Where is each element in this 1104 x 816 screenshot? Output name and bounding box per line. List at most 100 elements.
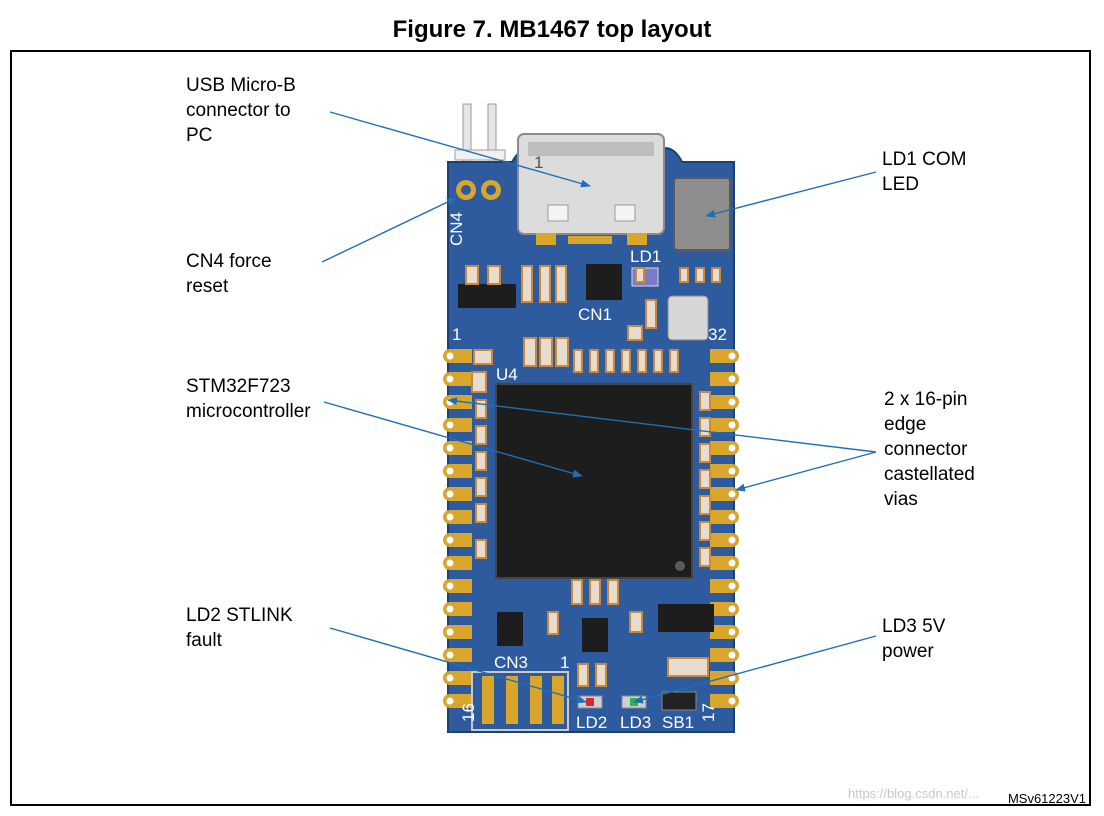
ld2-led-red xyxy=(586,698,594,706)
castellated-via-center xyxy=(446,559,454,567)
passive-component xyxy=(679,267,689,283)
silk-cn3-pin1: 1 xyxy=(560,653,569,672)
sot-lower-2 xyxy=(582,618,608,652)
passive-components xyxy=(465,265,721,687)
silk-sb1: SB1 xyxy=(662,713,694,732)
castellated-via-center xyxy=(446,513,454,521)
leader-usb xyxy=(329,111,591,188)
castellated-via-center xyxy=(446,467,454,475)
castellated-via-center xyxy=(728,628,736,636)
watermark: https://blog.csdn.net/... xyxy=(848,786,979,801)
callout-leaders xyxy=(321,111,877,704)
passive-component xyxy=(607,579,619,605)
passive-component xyxy=(695,267,705,283)
passive-component xyxy=(595,663,607,687)
castellated-via-center xyxy=(446,421,454,429)
cn1-ic xyxy=(586,264,622,300)
castellated-via-center xyxy=(728,352,736,360)
silk-pin32: 32 xyxy=(708,325,727,344)
ld1-com-led xyxy=(673,177,731,251)
cn3-connector xyxy=(471,671,569,731)
passive-component xyxy=(699,521,711,541)
right-edge-connector xyxy=(710,349,739,708)
castellated-via-center xyxy=(728,651,736,659)
sb1-jumper xyxy=(661,691,697,711)
passive-component xyxy=(571,579,583,605)
castellated-via-center xyxy=(446,536,454,544)
castellated-via-center xyxy=(728,375,736,383)
silk-pin17: 17 xyxy=(699,703,718,722)
passive-component xyxy=(555,265,567,303)
castellated-via-center xyxy=(446,444,454,452)
castellated-via-center xyxy=(446,651,454,659)
castellated-via-center xyxy=(446,674,454,682)
stm32f723-microcontroller xyxy=(495,383,693,579)
callout-edge-connector: 2 x 16-pin edge connector castellated vi… xyxy=(884,389,975,510)
passive-component xyxy=(699,547,711,567)
silk-pin1: 1 xyxy=(452,325,461,344)
passive-component xyxy=(699,417,711,437)
silk-pin16: 16 xyxy=(459,703,478,722)
castellated-via-center xyxy=(728,467,736,475)
cn4-pads xyxy=(456,180,501,200)
leader-ld2 xyxy=(329,627,587,704)
silk-cn3: CN3 xyxy=(494,653,528,672)
passive-component xyxy=(547,611,559,635)
passive-component xyxy=(539,337,553,367)
passive-component xyxy=(645,299,657,329)
left-edge-connector xyxy=(443,349,472,708)
castellated-via-center xyxy=(728,421,736,429)
usb-micro-b-connector xyxy=(517,133,665,245)
leader-edge-right xyxy=(735,451,877,492)
passive-component xyxy=(699,391,711,411)
passive-component xyxy=(637,349,647,373)
castellated-via-center xyxy=(728,605,736,613)
passive-component xyxy=(667,657,709,677)
passive-component xyxy=(699,495,711,515)
crystal xyxy=(667,295,709,341)
passive-component xyxy=(475,399,487,419)
silk-usb-pin1: 1 xyxy=(534,153,543,172)
passive-component xyxy=(475,503,487,523)
passive-component xyxy=(635,267,645,283)
castellated-via-center xyxy=(446,375,454,383)
leader-mcu xyxy=(323,401,583,478)
passive-component xyxy=(699,443,711,463)
passive-component xyxy=(629,611,643,633)
passive-component xyxy=(577,663,589,687)
callout-ld1: LD1 COM LED xyxy=(882,149,967,195)
callout-mcu: STM32F723 microcontroller xyxy=(186,376,311,422)
passive-component xyxy=(523,337,537,367)
passive-component xyxy=(475,451,487,471)
castellated-via-center xyxy=(728,490,736,498)
callout-usb: USB Micro-B connector to PC xyxy=(186,75,296,146)
silk-ld3: LD3 xyxy=(620,713,651,732)
passive-component xyxy=(711,267,721,283)
castellated-via-center xyxy=(728,536,736,544)
passive-component xyxy=(473,349,493,365)
callout-ld3: LD3 5V power xyxy=(882,616,946,662)
passive-component xyxy=(475,477,487,497)
callout-cn4: CN4 force reset xyxy=(186,251,272,297)
figure-frame xyxy=(10,50,1091,806)
castellated-via-center xyxy=(446,605,454,613)
silk-cn1: CN1 xyxy=(578,305,612,324)
castellated-via-center xyxy=(446,697,454,705)
castellated-via-center xyxy=(728,559,736,567)
castellated-via-center xyxy=(446,490,454,498)
leader-cn4 xyxy=(321,197,457,263)
castellated-via-center xyxy=(728,582,736,590)
castellated-via-center xyxy=(446,628,454,636)
castellated-via-center xyxy=(728,697,736,705)
silk-u4: U4 xyxy=(496,365,518,384)
silk-ld1: LD1 xyxy=(630,247,661,266)
silk-cn4: CN4 xyxy=(447,212,466,246)
passive-component xyxy=(699,469,711,489)
passive-component xyxy=(621,349,631,373)
castellated-via-center xyxy=(728,398,736,406)
passive-component xyxy=(555,337,569,367)
passive-component xyxy=(653,349,663,373)
figure-title: Figure 7. MB1467 top layout xyxy=(392,16,712,43)
leader-ld1 xyxy=(705,171,877,218)
